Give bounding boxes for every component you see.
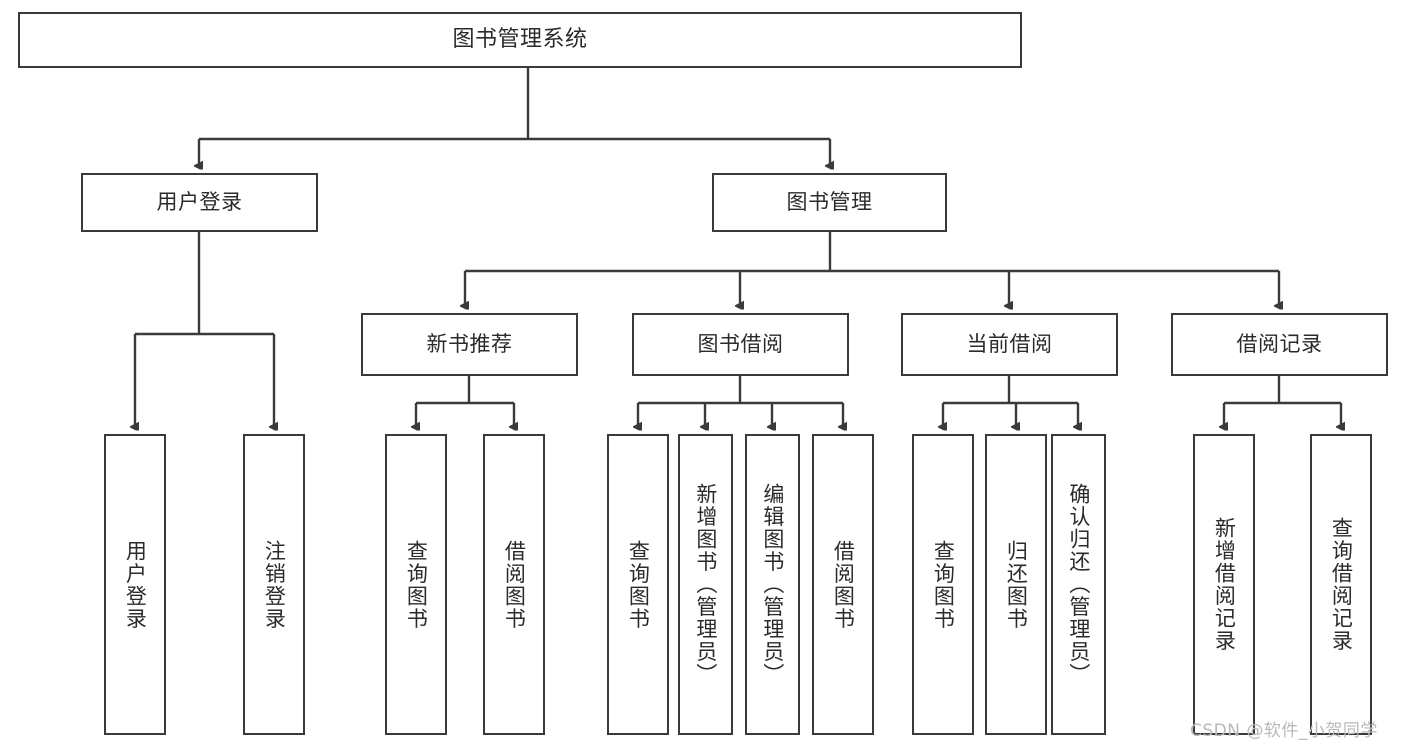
node-book-borrow[interactable]: 图书借阅 [632, 313, 849, 376]
node-label: 借阅图书 [502, 539, 527, 630]
node-leaf-add-book-admin[interactable]: 新增图书（管理员） [678, 434, 733, 735]
node-new-book-recommend[interactable]: 新书推荐 [361, 313, 578, 376]
node-leaf-query-book-borrow[interactable]: 查询图书 [607, 434, 669, 735]
node-user-login[interactable]: 用户登录 [81, 173, 318, 232]
node-leaf-confirm-return-admin[interactable]: 确认归还（管理员） [1051, 434, 1106, 735]
node-book-management[interactable]: 图书管理 [712, 173, 947, 232]
node-label: 新增借阅记录 [1212, 517, 1237, 652]
node-book-management-system[interactable]: 图书管理系统 [18, 12, 1022, 68]
node-label: 新书推荐 [426, 331, 513, 356]
node-leaf-edit-book-admin[interactable]: 编辑图书（管理员） [745, 434, 800, 735]
node-label: 借阅图书 [831, 539, 856, 630]
node-label: 归还图书 [1004, 539, 1029, 630]
node-label: 查询图书 [626, 539, 651, 630]
node-label: 用户登录 [156, 189, 243, 214]
node-label: 确认归还（管理员） [1066, 483, 1091, 686]
node-label: 查询图书 [931, 539, 956, 630]
node-leaf-query-borrow-record[interactable]: 查询借阅记录 [1310, 434, 1372, 735]
node-leaf-borrow-book-recommend[interactable]: 借阅图书 [483, 434, 545, 735]
csdn-watermark: CSDN @软件_小贺同学 [1190, 721, 1378, 741]
node-label: 新增图书（管理员） [693, 483, 718, 686]
node-label: 当前借阅 [966, 331, 1053, 356]
node-leaf-user-logout[interactable]: 注销登录 [243, 434, 305, 735]
node-current-borrow[interactable]: 当前借阅 [901, 313, 1118, 376]
node-leaf-query-book-recommend[interactable]: 查询图书 [385, 434, 447, 735]
node-label: 图书借阅 [697, 331, 784, 356]
node-leaf-add-borrow-record[interactable]: 新增借阅记录 [1193, 434, 1255, 735]
node-leaf-borrow-book[interactable]: 借阅图书 [812, 434, 874, 735]
node-leaf-user-login[interactable]: 用户登录 [104, 434, 166, 735]
node-label: 图书管理 [786, 189, 873, 214]
node-leaf-query-book-current[interactable]: 查询图书 [912, 434, 974, 735]
node-label: 用户登录 [123, 539, 148, 630]
node-label: 图书管理系统 [452, 26, 588, 52]
node-borrow-record[interactable]: 借阅记录 [1171, 313, 1388, 376]
node-label: 借阅记录 [1236, 331, 1323, 356]
node-label: 查询图书 [404, 539, 429, 630]
node-label: 查询借阅记录 [1329, 517, 1354, 652]
node-label: 注销登录 [262, 539, 287, 630]
node-leaf-return-book[interactable]: 归还图书 [985, 434, 1047, 735]
node-label: 编辑图书（管理员） [760, 483, 785, 686]
